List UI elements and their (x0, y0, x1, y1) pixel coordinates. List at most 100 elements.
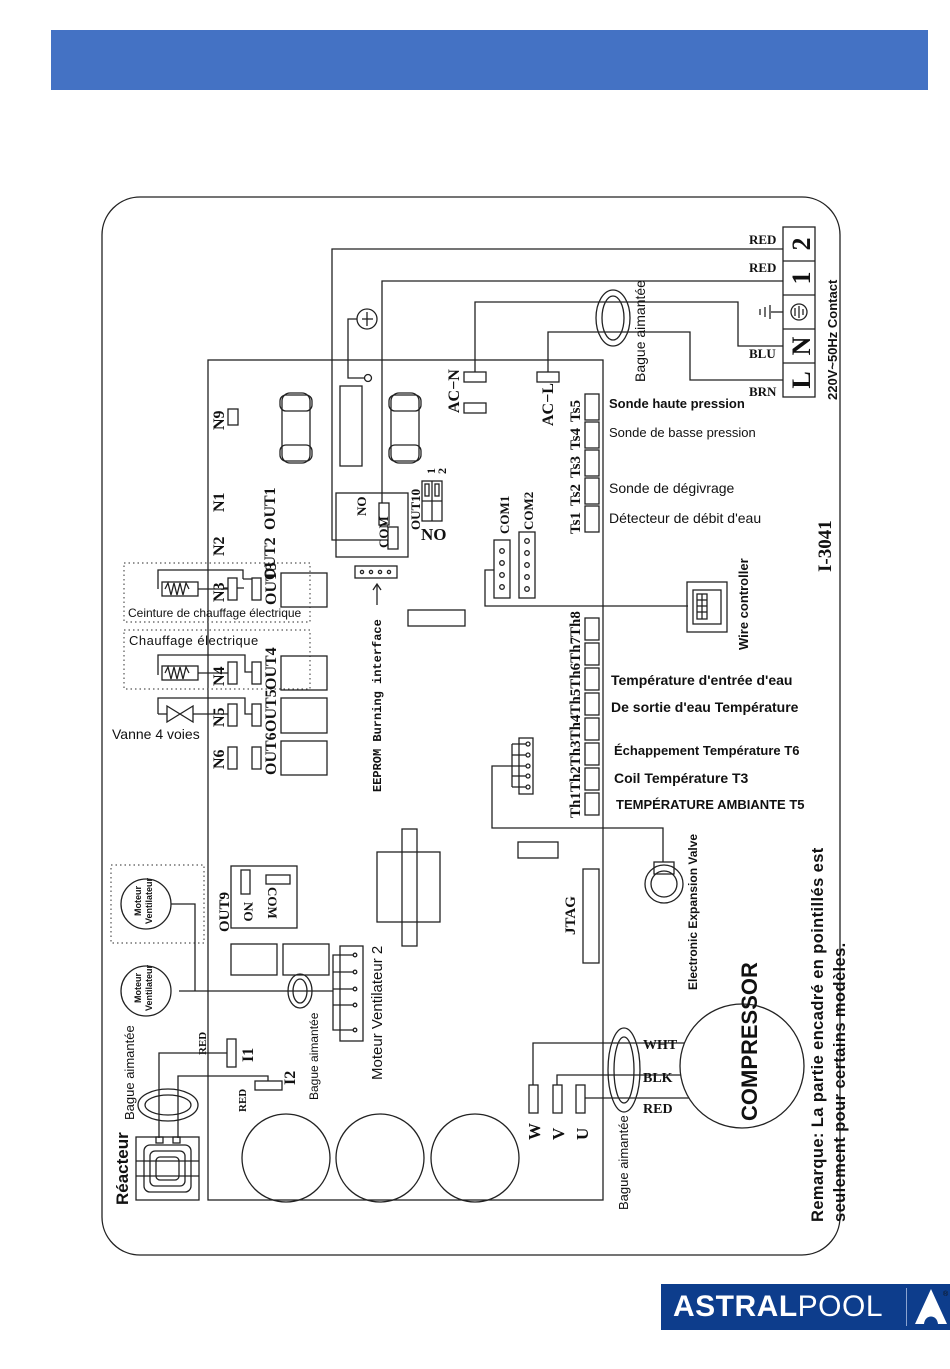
magnetic-ring-label-reactor: Bague aimantée (122, 1025, 137, 1120)
com2-connector (518, 531, 536, 599)
out10-no-label: NO (421, 525, 447, 544)
note-line-1: Remarque: La partie encadré en pointillé… (809, 847, 827, 1222)
magnetic-ring-label-power: Bague aimantée (632, 280, 648, 382)
n5-label: N5 (211, 707, 228, 727)
magnetic-ring-fan-icon (287, 973, 313, 1009)
power-terminal-block: 2 1 N L (782, 226, 816, 398)
wire-color-blu: BLU (749, 346, 776, 361)
magnetic-ring-icon (595, 289, 631, 347)
u-label: U (573, 1128, 592, 1140)
compressor-wire-red: RED (643, 1102, 673, 1117)
eev-icon (644, 864, 684, 904)
out10-label: OUT10 (408, 489, 423, 530)
model-id: I-3041 (815, 520, 836, 572)
out9-com-label: COM (265, 887, 280, 919)
belt-heater-label: Ceinture de chauffage électrique (128, 606, 302, 620)
th-ambient-label: TEMPÉRATURE AMBIANTE T5 (616, 797, 805, 812)
terminal-l: L (787, 371, 816, 388)
wire-controller-label: Wire controller (736, 558, 751, 650)
v-label: V (549, 1127, 568, 1140)
inductor-coil-right (388, 392, 422, 464)
logo-triangle-icon: ® (915, 1289, 949, 1324)
astralpool-logo: ASTRALPOOL ® (661, 1284, 950, 1330)
th-water-out-label: De sortie d'eau Température (611, 699, 799, 715)
com2-label: COM2 (521, 492, 536, 530)
electric-heater-label: Chauffage électrique (129, 633, 259, 648)
th-exhaust-label: Échappement Température T6 (614, 743, 799, 758)
logo-wordmark: ASTRALPOOL (673, 1290, 884, 1323)
wire-controller (686, 581, 728, 633)
i1-red-label: RED (197, 1032, 209, 1055)
ts2-label: Sonde de dégivrage (609, 480, 735, 496)
electric-heater-dashed-box (123, 629, 311, 690)
compressor-wire-wht: WHT (643, 1038, 678, 1053)
fuse-block (339, 385, 363, 467)
transformer (376, 851, 441, 923)
ac-n-label: AC−N (446, 369, 463, 413)
ts4-pin: Ts4 (568, 428, 584, 450)
ts5-label: Sonde haute pression (609, 396, 745, 411)
power-supply-label: 220V~50Hz Contact (825, 279, 840, 400)
relay-com-label: COM (376, 516, 391, 548)
th-coil-label: Coil Température T3 (614, 770, 749, 786)
compressor-label: COMPRESSOR (737, 962, 762, 1121)
ac-l-label: AC−L (540, 383, 557, 426)
eeprom-header (354, 565, 398, 579)
svg-text:®: ® (943, 1290, 949, 1298)
magnetic-ring-label-compressor: Bague aimantée (616, 1115, 631, 1210)
n3-label: N3 (211, 582, 228, 602)
i1-label: I1 (240, 1048, 257, 1062)
wire-color-red-2: RED (749, 232, 776, 247)
fan-motor-2-label-a: Moteur (133, 973, 143, 1003)
th-connectors (584, 617, 600, 816)
diagram-frame (101, 196, 841, 1256)
com1-label: COM1 (497, 496, 512, 534)
out4-label: OUT4 (263, 647, 280, 690)
ts4-label: Sonde de basse pression (609, 425, 756, 440)
ts2-pin: Ts2 (568, 484, 584, 506)
ts1-pin: Ts1 (568, 512, 584, 534)
fan-motor-2-label: Moteur Ventilateur 2 (369, 946, 386, 1080)
out3-label: OUT3 (263, 562, 280, 605)
compressor-icon (679, 1003, 805, 1129)
inductor-coil-left (279, 392, 313, 464)
terminal-1: 1 (787, 272, 816, 285)
ts1-label: Détecteur de débit d'eau (609, 510, 761, 526)
fan-connector (339, 945, 364, 1042)
fan-motor-1-label-a: Moteur (133, 886, 143, 916)
out6-label: OUT6 (263, 732, 280, 775)
n6-label: N6 (211, 749, 228, 769)
capacitor-1 (241, 1113, 331, 1203)
four-way-valve-label: Vanne 4 voies (112, 726, 200, 742)
capacitor-2 (335, 1113, 425, 1203)
terminal-n: N (787, 336, 816, 355)
reactor-label: Réacteur (113, 1132, 132, 1205)
n2-label: N2 (211, 536, 228, 556)
capacitor-3 (430, 1113, 520, 1203)
out2-label: OUT2 (262, 537, 279, 580)
th-water-in-label: Température d'entrée d'eau (611, 672, 792, 688)
fan-motor-dashed-box (110, 864, 205, 944)
compressor-wire-blk: BLK (643, 1071, 673, 1086)
earth-terminal-icon (790, 303, 808, 321)
reactor-icon (135, 1136, 200, 1201)
magnetic-ring-compressor-icon (607, 1027, 641, 1113)
ts5-pin: Ts5 (568, 400, 584, 422)
out5-label: OUT5 (263, 689, 280, 732)
th-pins-label: Th1Th2Th3Th4Th5Th6Th7Th8 (568, 611, 584, 818)
fan-motor-1-label-b: Ventilateur (144, 877, 154, 924)
out10-sw2: 2 (435, 468, 449, 474)
out9-no-label: NO (241, 902, 256, 922)
wire-color-red-1: RED (749, 260, 776, 275)
out9-relay (230, 865, 298, 929)
relay-box (335, 492, 409, 558)
out10-sw1: 1 (424, 468, 438, 474)
magnetic-ring-label-fan: Bague aimantée (307, 1012, 321, 1100)
note-line-2: seulement pour certains modèles. (831, 942, 849, 1222)
ac-n-connector (463, 371, 487, 383)
jtag-header (582, 868, 600, 964)
n4-label: N4 (211, 666, 228, 686)
ac-l-connector (536, 371, 560, 383)
terminal-2: 2 (787, 238, 816, 251)
pcb-board (207, 359, 604, 1201)
